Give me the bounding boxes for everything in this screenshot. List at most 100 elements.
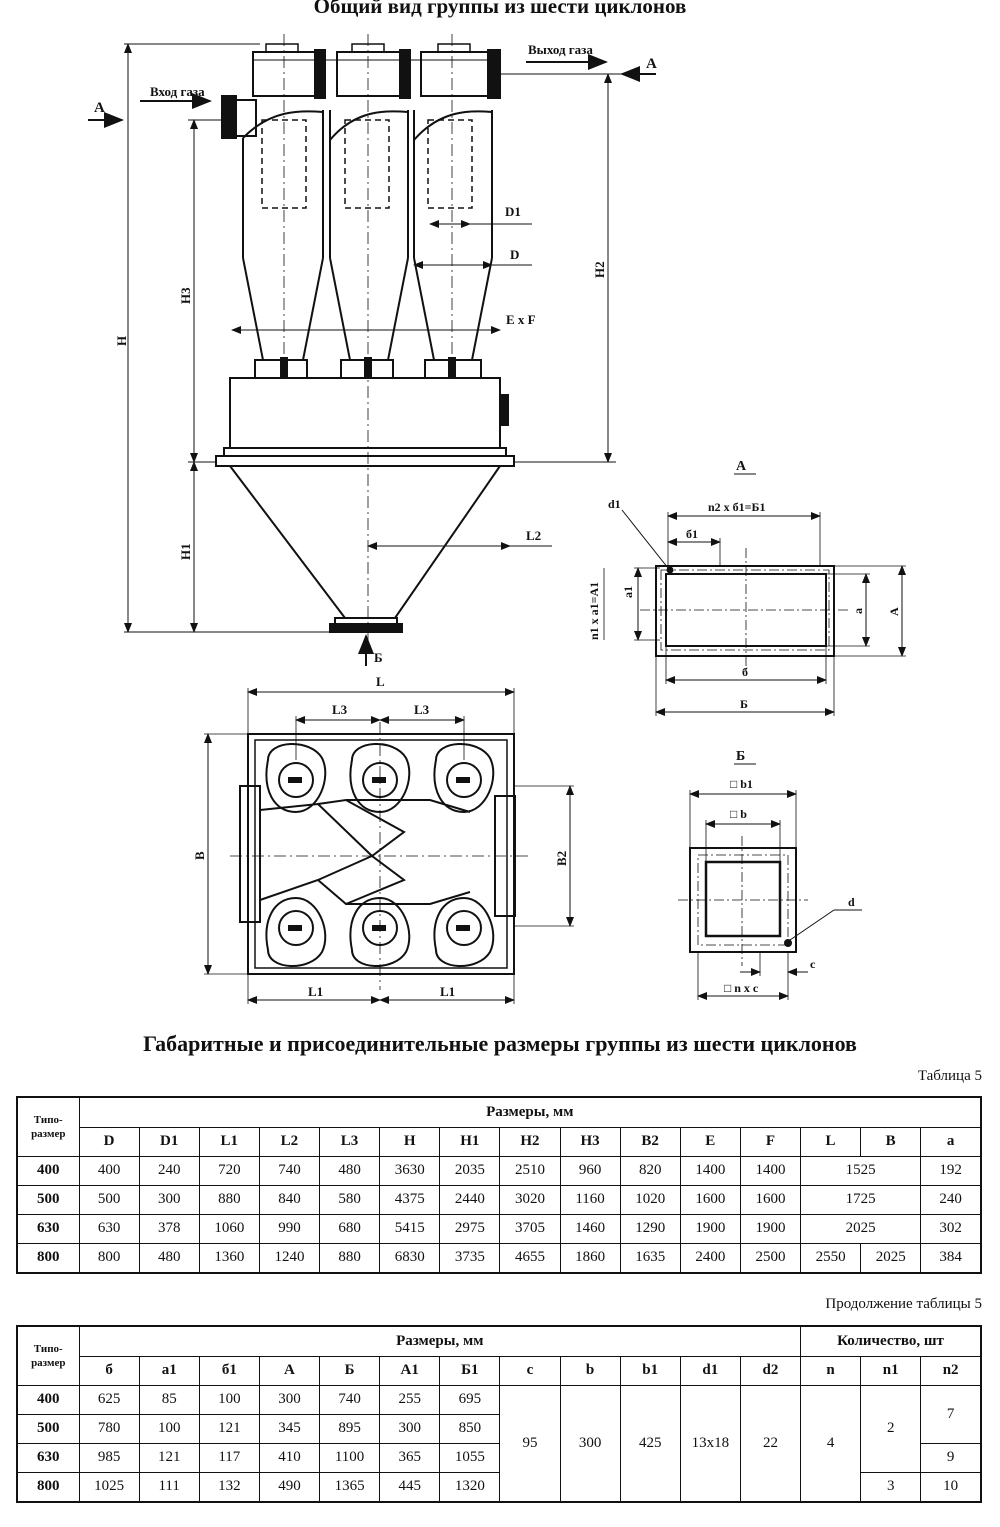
cell: 5415 [379, 1213, 441, 1244]
cell: 780 [78, 1413, 140, 1444]
column-header: H [379, 1126, 441, 1157]
section-a-marker-left: А [94, 100, 105, 116]
cell: 800 [78, 1242, 140, 1273]
cell: 3630 [379, 1155, 441, 1186]
cell: 95 [499, 1384, 561, 1502]
a-a-label: a [851, 608, 865, 614]
dim-L1-left-label: L1 [308, 984, 323, 999]
column-header: H3 [559, 1126, 621, 1157]
cell: 9 [920, 1442, 982, 1473]
cell: 2975 [439, 1213, 501, 1244]
cell: 1600 [679, 1184, 741, 1215]
cell: 480 [318, 1155, 381, 1186]
cell: 13x18 [679, 1384, 741, 1502]
dimensions-header: Размеры, мм [78, 1325, 801, 1357]
cell: 111 [138, 1471, 200, 1502]
section-b-title: Б [736, 749, 745, 764]
cell: 625 [78, 1384, 140, 1415]
cell: 4655 [499, 1242, 561, 1273]
b-d-label: d [848, 895, 855, 909]
cell: 300 [559, 1384, 621, 1502]
dim-H2-label: H2 [592, 261, 607, 278]
cell: 1460 [559, 1213, 621, 1244]
type-cell: 500 [16, 1184, 80, 1215]
cell: 240 [920, 1184, 982, 1215]
drawing-title: Общий вид группы из шести циклонов [313, 0, 687, 18]
cell: 132 [198, 1471, 260, 1502]
column-header: D1 [138, 1126, 200, 1157]
column-header: б1 [198, 1355, 260, 1386]
cell: 490 [258, 1471, 321, 1502]
cell: 1290 [619, 1213, 681, 1244]
cell: 695 [439, 1384, 501, 1415]
a-A-label: A [887, 607, 901, 616]
cell: 345 [258, 1413, 321, 1444]
cell: 1400 [739, 1155, 802, 1186]
column-header: L3 [318, 1126, 381, 1157]
cell: 1060 [198, 1213, 260, 1244]
cell: 3020 [499, 1184, 561, 1215]
cell: 255 [379, 1384, 441, 1415]
table-row: 630 630 378 1060 990 680 5415 2975 3705 … [16, 1213, 982, 1244]
a-B-label: Б [740, 697, 748, 711]
cell: 1320 [439, 1471, 501, 1502]
column-header: b [559, 1355, 621, 1386]
cell: 1600 [739, 1184, 802, 1215]
column-header: a1 [138, 1355, 200, 1386]
cell: 1160 [559, 1184, 621, 1215]
section-b-marker: Б [374, 650, 383, 665]
cell: 680 [318, 1213, 381, 1244]
plan-view [204, 688, 574, 1004]
gas-outlet-label: Выход газа [528, 42, 593, 57]
section-a-title: А [736, 459, 747, 474]
dim-L2-label: L2 [526, 528, 541, 543]
b-b-label: □ b [730, 807, 747, 821]
dim-L3-right-label: L3 [414, 702, 430, 717]
cell: 1240 [258, 1242, 321, 1273]
cell: 985 [78, 1442, 140, 1473]
cell: 2035 [439, 1155, 501, 1186]
dim-L1-right-label: L1 [440, 984, 455, 999]
table-row: 630 985 121 117 410 1100 365 1055 9 [16, 1442, 982, 1473]
a-b-label: б [742, 665, 748, 679]
cell: 121 [138, 1442, 200, 1473]
cell: 4375 [379, 1184, 441, 1215]
section-b-view [678, 763, 862, 1000]
a-d1-label: d1 [608, 497, 621, 511]
cell: 100 [138, 1413, 200, 1444]
cell: 895 [318, 1413, 381, 1444]
column-header: n1 [860, 1355, 922, 1386]
dim-H1-label: H1 [178, 543, 193, 560]
cell: 1525 [799, 1155, 922, 1186]
table-row: 400 625 85 100 300 740 255 695 95 300 42… [16, 1384, 982, 1502]
type-cell: 800 [16, 1242, 80, 1273]
cell: 880 [198, 1184, 260, 1215]
column-header: B2 [619, 1126, 681, 1157]
cell: 1020 [619, 1184, 681, 1215]
a-n2b1-label: n2 x б1=Б1 [708, 500, 765, 514]
cell: 880 [318, 1242, 381, 1273]
table-5: Типо-размер Размеры, мм D D1 L1 L2 L3 H … [16, 1096, 982, 1274]
column-header: Б1 [439, 1355, 501, 1386]
cell: 240 [138, 1155, 200, 1186]
table-row: 500 780 100 121 345 895 300 850 [16, 1413, 981, 1444]
type-cell: 500 [16, 1413, 80, 1444]
cell: 2440 [439, 1184, 501, 1215]
cell: 4 [799, 1384, 862, 1502]
dim-H3-label: H3 [178, 287, 193, 304]
cell: 500 [78, 1184, 140, 1215]
cell: 960 [559, 1155, 621, 1186]
column-header: d2 [739, 1355, 802, 1386]
a-b1-label: б1 [686, 527, 698, 541]
a-a1-label: a1 [621, 586, 635, 598]
cell: 302 [920, 1213, 982, 1244]
cell: 378 [138, 1213, 200, 1244]
cell: 384 [920, 1242, 982, 1273]
cell: 22 [739, 1384, 802, 1502]
dim-D1-label: D1 [505, 204, 521, 219]
dim-ExF-label: E x F [506, 312, 536, 327]
dimensions-header: Размеры, мм [78, 1096, 982, 1128]
table-row: 400 400 240 720 740 480 3630 2035 2510 9… [16, 1155, 982, 1186]
cell: 1900 [739, 1213, 802, 1244]
column-header: A [258, 1355, 321, 1386]
